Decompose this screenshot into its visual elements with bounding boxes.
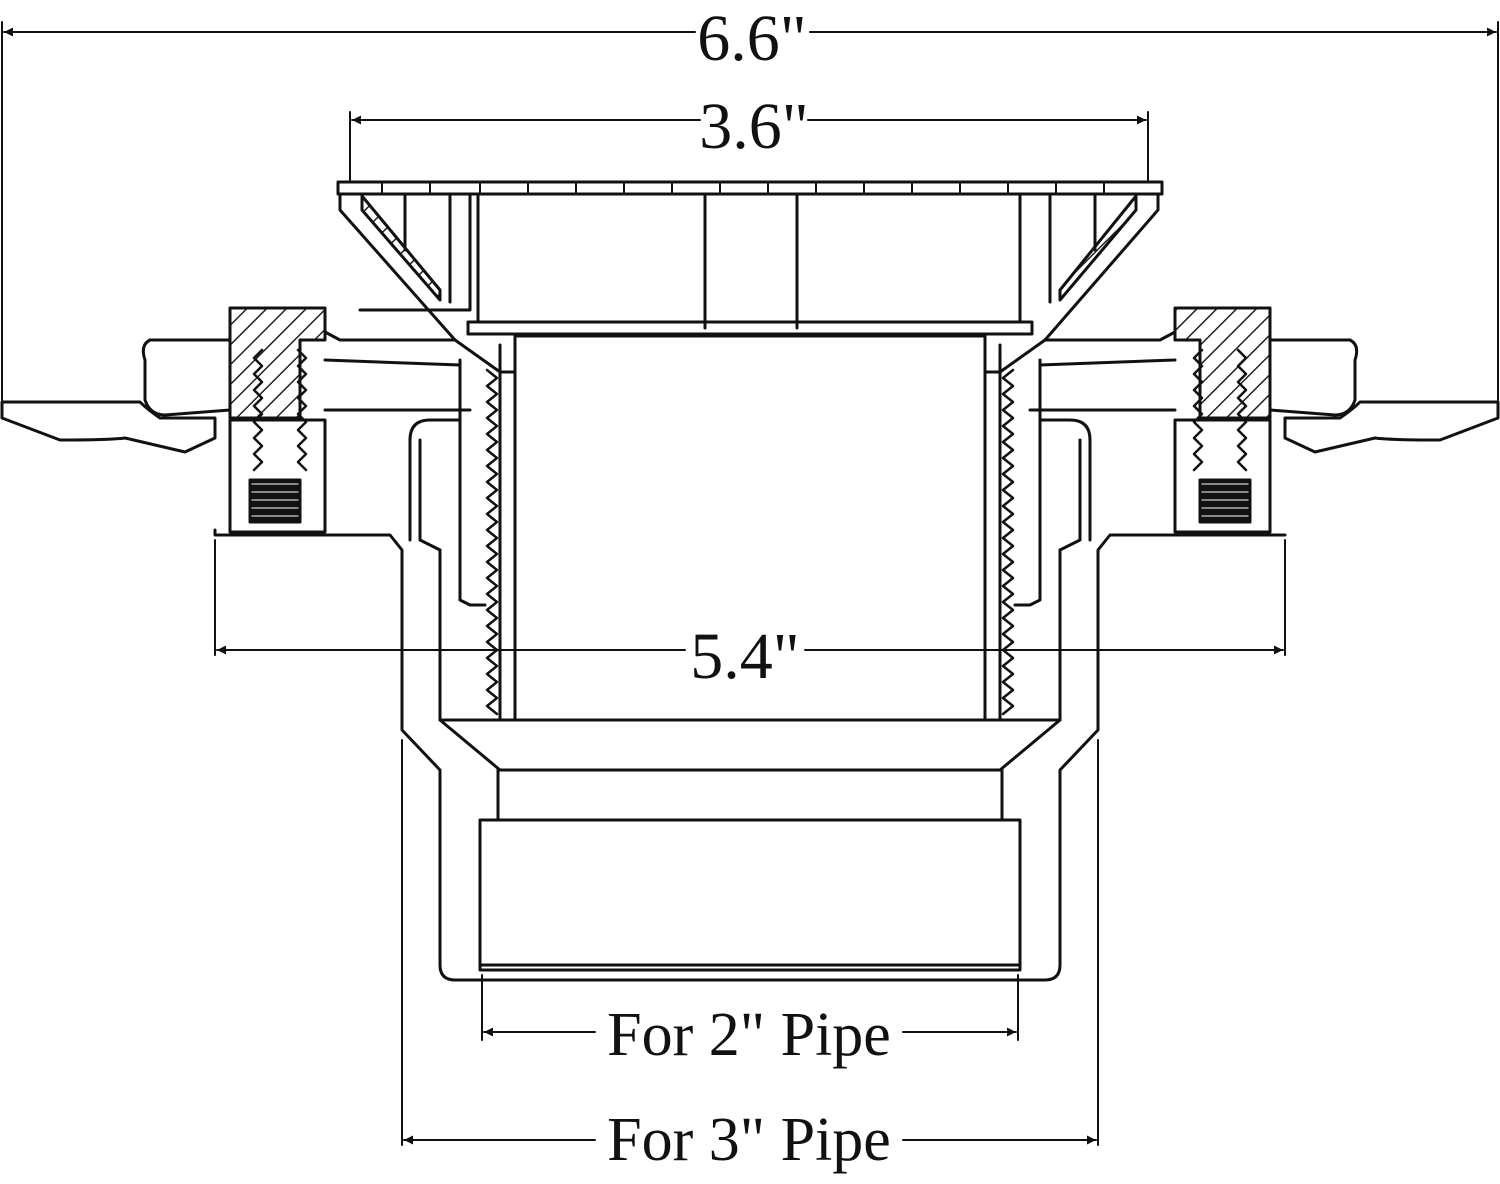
dimension-lines: [1, 21, 1499, 1146]
inner-pipe-label: For 2" Pipe: [607, 1001, 891, 1069]
right-clamp-assembly: [1028, 306, 1359, 534]
grate: [336, 180, 1164, 336]
dimension-labels: 6.6" 3.6" 5.4" For 2" Pipe For 3" Pipe: [607, 2, 891, 1174]
drain-body: [213, 192, 1287, 982]
left-clamp-assembly: [141, 306, 472, 534]
threads: [485, 368, 1015, 716]
outer-pipe-label: For 3" Pipe: [607, 1106, 891, 1174]
grate-width-label: 3.6": [699, 90, 808, 163]
flanges: [0, 400, 1500, 454]
overall-width-label: 6.6": [697, 2, 806, 75]
flange-width-label: 5.4": [690, 620, 799, 693]
